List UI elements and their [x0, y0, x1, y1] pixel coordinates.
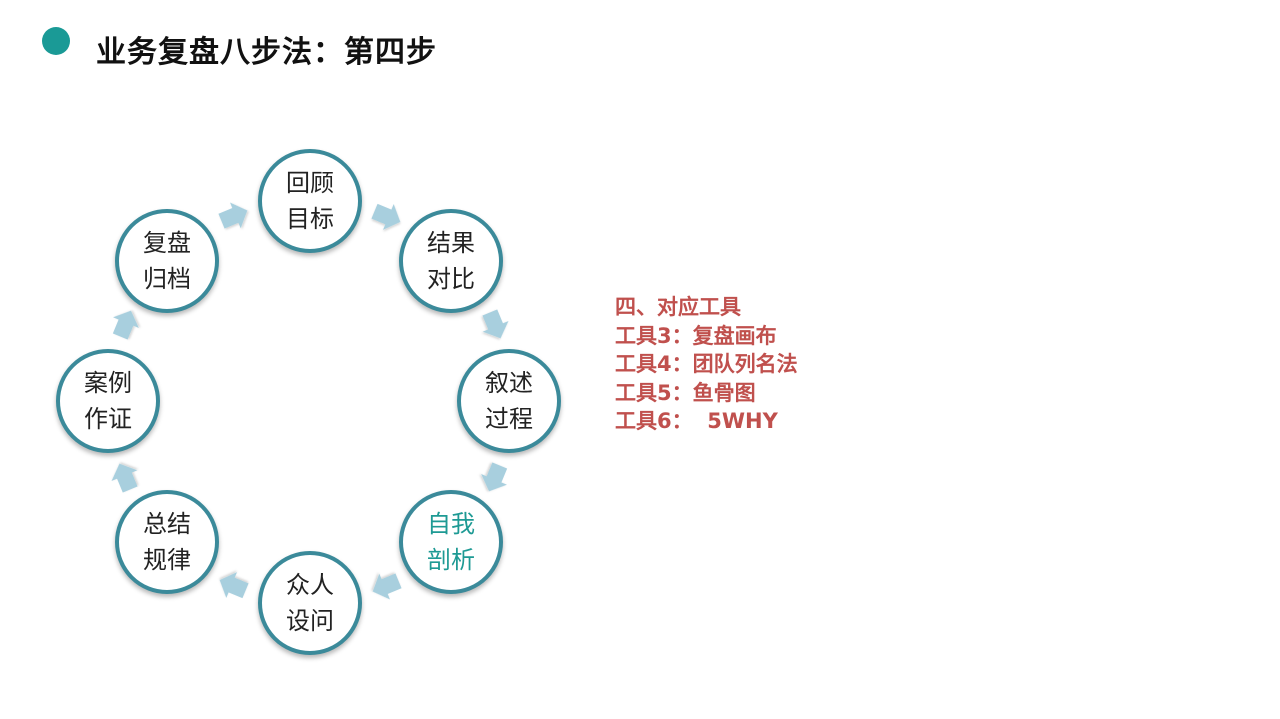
step-label-line1: 总结	[143, 510, 191, 538]
tool-item: 工具4：团队列名法	[615, 352, 798, 376]
page-title: 业务复盘八步法：第四步	[96, 35, 437, 70]
step-label-line2: 归档	[143, 265, 191, 293]
tool-item: 工具3：复盘画布	[615, 323, 777, 348]
cycle-arrow-icon	[481, 462, 508, 492]
step-label-line1: 复盘	[143, 229, 191, 257]
cycle-arrow-icon	[219, 572, 249, 599]
step-node-compare-results: 结果 对比	[399, 209, 503, 313]
cycle-arrow-icon	[112, 310, 139, 340]
step-node-describe-process: 叙述 过程	[457, 349, 561, 453]
cycle-arrow-icon	[111, 463, 138, 493]
step-node-case-evidence: 案例 作证	[56, 349, 160, 453]
tool-item: 工具5：鱼骨图	[615, 380, 756, 405]
cycle-arrow-icon	[218, 202, 248, 229]
step-label-line2: 规律	[143, 546, 191, 574]
step-node-review-goal: 回顾 目标	[258, 149, 362, 253]
step-label-line1: 叙述	[485, 369, 533, 397]
step-node-group-questions: 众人 设问	[258, 551, 362, 655]
step-node-archive: 复盘 归档	[115, 209, 219, 313]
step-label-line2: 剖析	[427, 546, 475, 574]
step-label-line2: 对比	[427, 265, 475, 293]
tools-heading: 四、对应工具	[615, 295, 741, 319]
step-label-line1: 自我	[427, 510, 475, 538]
step-node-self-analysis: 自我 剖析	[399, 490, 503, 594]
step-label-line2: 作证	[84, 405, 132, 433]
step-node-summarize-rules: 总结 规律	[115, 490, 219, 594]
tools-list: 四、对应工具 工具3：复盘画布 工具4：团队列名法 工具5：鱼骨图 工具6： 5…	[615, 293, 798, 436]
step-label-line1: 众人	[286, 571, 334, 599]
step-label-line2: 目标	[286, 205, 334, 233]
cycle-arrow-icon	[482, 309, 509, 339]
cycle-arrow-icon	[371, 203, 401, 230]
step-label-line2: 设问	[286, 607, 334, 635]
cycle-arrow-icon	[372, 573, 402, 600]
step-label-line1: 结果	[427, 229, 475, 257]
step-label-line1: 案例	[84, 369, 132, 397]
title-bullet-icon	[42, 27, 70, 55]
tool-item: 工具6： 5WHY	[615, 409, 778, 433]
step-label-line1: 回顾	[286, 169, 334, 197]
step-label-line2: 过程	[485, 405, 533, 433]
